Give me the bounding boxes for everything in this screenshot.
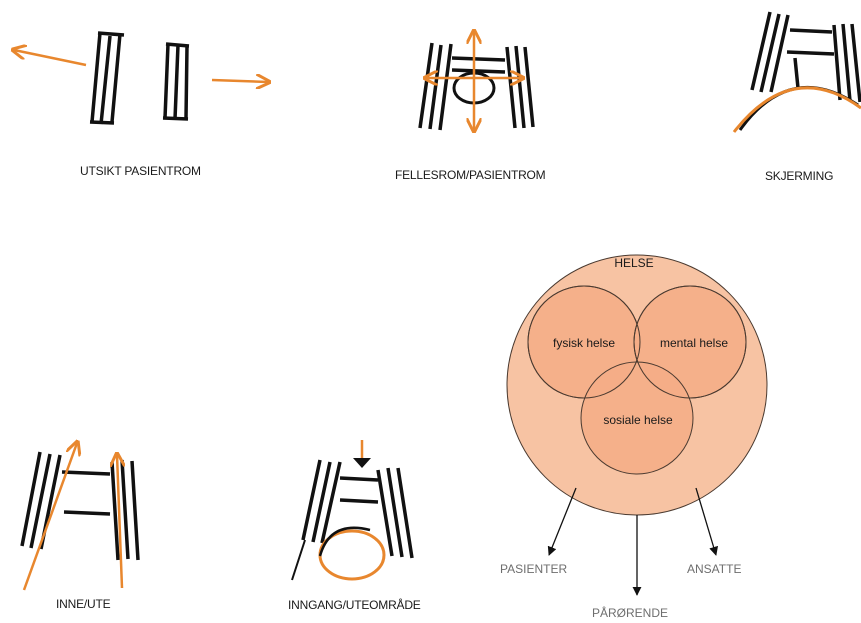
- label-utsikt-pasientrom: UTSIKT PASIENTROM: [80, 164, 201, 178]
- label-helse: HELSE: [614, 256, 654, 270]
- sketch-inngang-uteomrade: [291, 440, 414, 581]
- sketch-utsikt-pasientrom: [14, 31, 268, 125]
- label-pasienter: PASIENTER: [500, 562, 568, 576]
- arrow-pasienter: [547, 487, 577, 556]
- sketch-inne-ute: [20, 443, 140, 591]
- label-sosiale-helse: sosiale helse: [603, 413, 673, 427]
- label-fysisk-helse: fysisk helse: [552, 336, 616, 350]
- label-inngang-uteomrade: INNGANG/UTEOMRÅDE: [288, 598, 421, 612]
- label-ansatte: ANSATTE: [687, 562, 742, 576]
- arrow-ansatte: [695, 487, 719, 556]
- label-skjerming: SKJERMING: [765, 169, 834, 183]
- label-mental-helse: mental helse: [659, 336, 729, 350]
- sketch-skjerming: [732, 11, 861, 133]
- label-fellesrom-pasientrom: FELLESROM/PASIENTROM: [395, 168, 546, 182]
- label-inne-ute: INNE/UTE: [56, 597, 111, 611]
- label-parorende: PÅRØRENDE: [592, 606, 669, 620]
- circle-sosiale-helse: [580, 361, 694, 475]
- sketch-fellesrom-pasientrom: [418, 32, 535, 130]
- venn-diagram: [506, 254, 768, 516]
